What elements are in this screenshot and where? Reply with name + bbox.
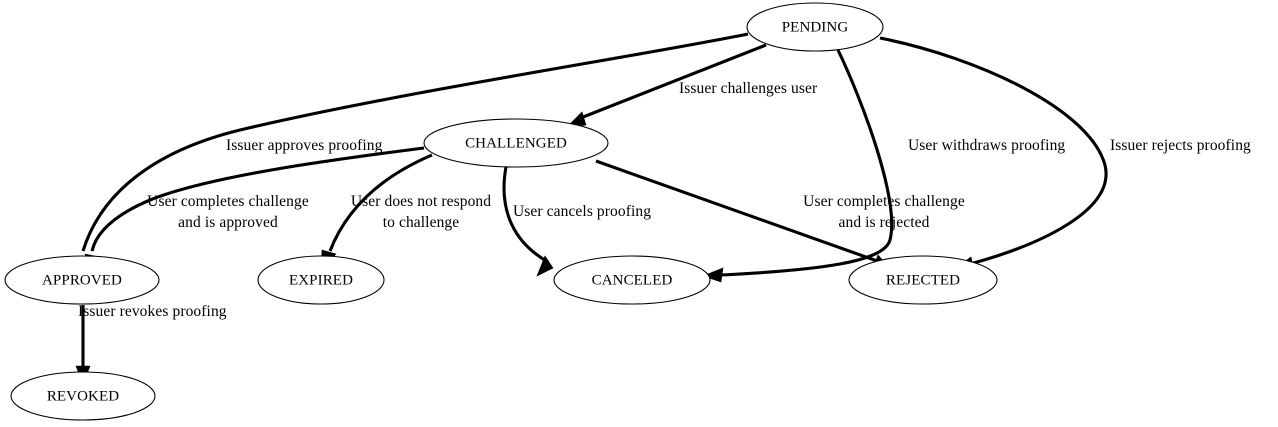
arrowhead-pending-canceled [702, 267, 724, 283]
edge-path-pending-approved [81, 32, 749, 252]
edge-label-challenged-approved-line1: User completes challenge [147, 193, 309, 210]
node-label-expired: EXPIRED [289, 272, 353, 288]
edge-label-pending-canceled: User withdraws proofing [908, 137, 1065, 154]
edge-label-challenged-expired-line1: User does not respond [351, 193, 491, 210]
edge-path-challenged-rejected [595, 159, 881, 264]
node-ellipse-pending [746, 2, 884, 52]
edge-path-challenged-canceled [502, 166, 549, 264]
node-label-challenged: CHALLENGED [465, 135, 567, 151]
node-pending[interactable]: PENDING [746, 2, 884, 52]
node-ellipse-approved [4, 255, 160, 305]
node-rejected[interactable]: REJECTED [848, 255, 998, 305]
edge-path-challenged-approved [90, 146, 425, 252]
edge-label-challenged-rejected-line1: User completes challenge [803, 193, 965, 210]
edge-pending-canceled[interactable]: User withdraws proofing [702, 49, 1065, 283]
edge-path-challenged-expired [328, 153, 433, 252]
edge-path-pending-rejected [879, 36, 1108, 266]
edge-label-challenged-approved-line2: and is approved [178, 214, 278, 231]
node-ellipse-challenged [423, 118, 609, 168]
node-canceled[interactable]: CANCELED [553, 255, 711, 305]
node-ellipse-rejected [848, 255, 998, 305]
edge-pending-challenged[interactable]: Issuer challenges user [565, 43, 818, 129]
node-expired[interactable]: EXPIRED [257, 255, 385, 305]
edge-path-pending-canceled [721, 49, 894, 277]
edge-label-challenged-rejected-line2: and is rejected [838, 214, 929, 231]
edge-path-pending-challenged [577, 43, 767, 121]
edge-approved-revoked[interactable]: Issuer revokes proofing [75, 303, 227, 385]
edge-label-approved-revoked: Issuer revokes proofing [78, 303, 227, 320]
node-label-pending: PENDING [782, 19, 849, 35]
edge-label-challenged-canceled: User cancels proofing [513, 203, 651, 220]
node-revoked[interactable]: REVOKED [10, 371, 156, 421]
node-label-revoked: REVOKED [47, 388, 119, 404]
node-ellipse-expired [257, 255, 385, 305]
node-ellipse-canceled [553, 255, 711, 305]
edge-pending-rejected[interactable]: Issuer rejects proofing [879, 36, 1251, 272]
arrowhead-challenged-canceled [536, 255, 554, 277]
edge-label-pending-approved: Issuer approves proofing [226, 137, 383, 154]
node-ellipse-revoked [10, 371, 156, 421]
edge-challenged-canceled[interactable]: User cancels proofing [502, 166, 651, 277]
edge-label-pending-rejected: Issuer rejects proofing [1110, 137, 1251, 154]
edge-challenged-rejected[interactable]: User completes challenge and is rejected [595, 159, 965, 273]
edge-challenged-approved[interactable]: User completes challenge and is approved [84, 146, 425, 276]
edge-label-challenged-expired-line2: to challenge [383, 214, 460, 231]
edge-label-pending-challenged: Issuer challenges user [679, 80, 818, 97]
node-approved[interactable]: APPROVED [4, 255, 160, 305]
edge-challenged-expired[interactable]: User does not respond to challenge [320, 153, 491, 271]
edge-pending-approved[interactable]: Issuer approves proofing [75, 32, 749, 276]
node-label-canceled: CANCELED [592, 272, 673, 288]
node-label-rejected: REJECTED [886, 272, 960, 288]
node-challenged[interactable]: CHALLENGED [423, 118, 609, 168]
node-label-approved: APPROVED [42, 272, 122, 288]
